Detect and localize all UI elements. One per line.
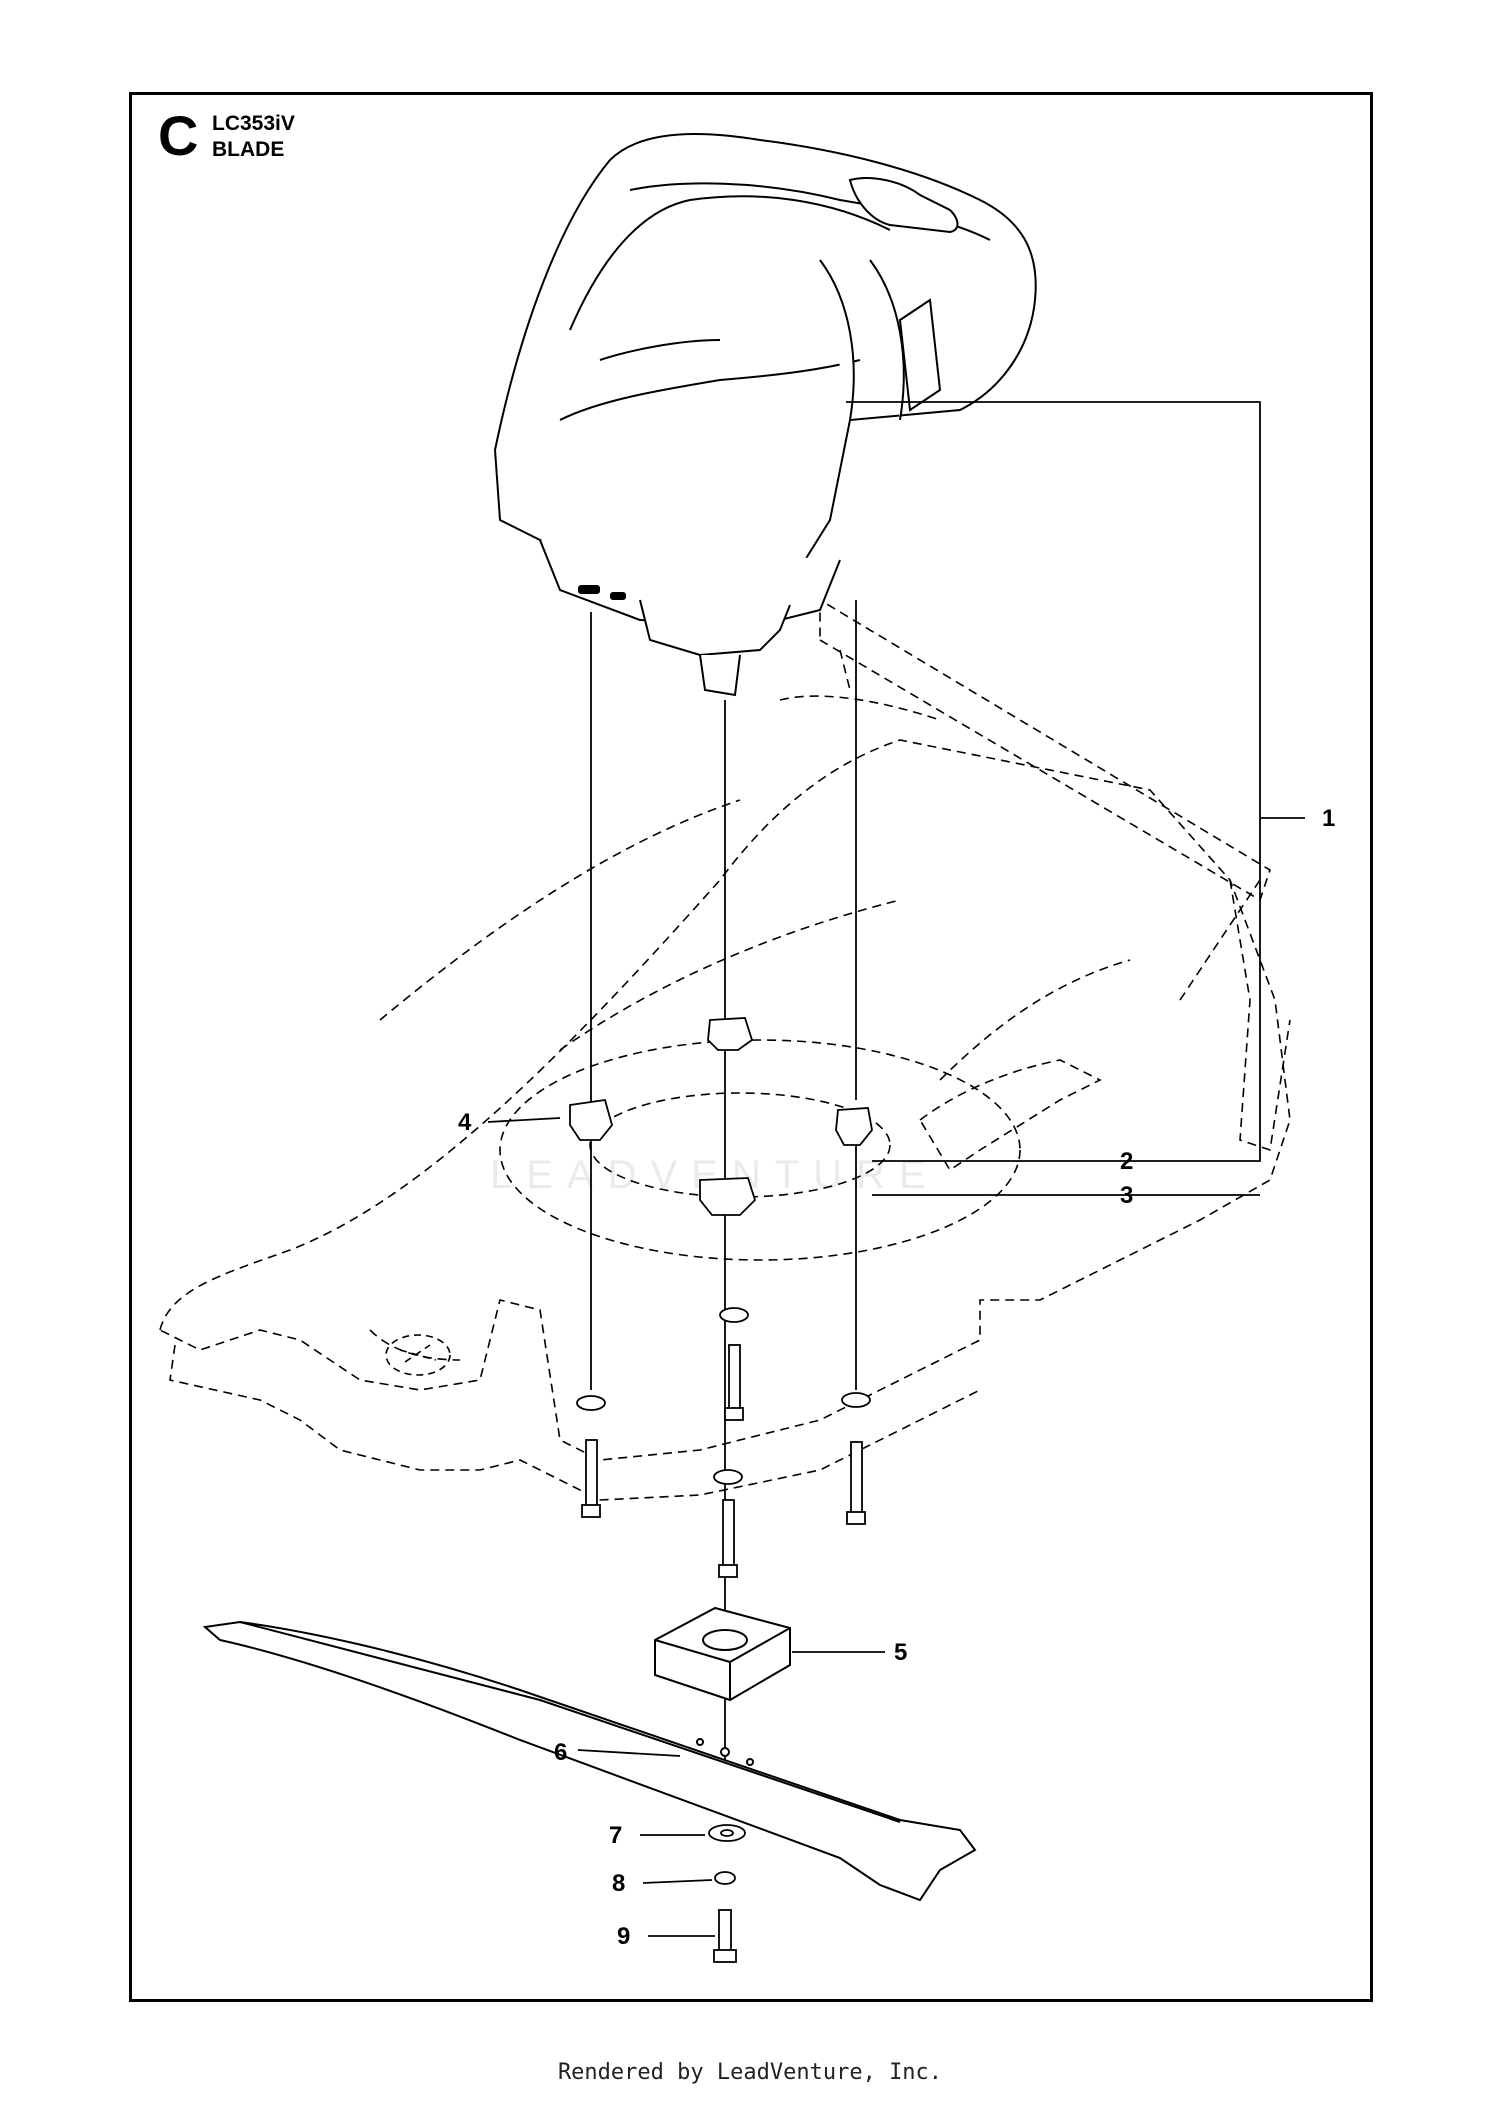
callout-2: 2 [1120,1148,1133,1175]
motor-vent-details [578,585,626,600]
callout-6: 6 [554,1739,567,1766]
section-letter: C [158,104,199,167]
blade-fasteners [708,1824,746,1963]
callout-7: 7 [609,1822,622,1849]
model-label: LC353iV [212,112,295,135]
alignment-lines [590,401,1261,1760]
callout-4: 4 [458,1109,472,1136]
mower-blade [202,1620,977,1902]
callout-3: 3 [1120,1182,1133,1209]
motor-housing [493,133,1037,697]
callout-5: 5 [894,1639,907,1666]
callout-9: 9 [617,1923,630,1950]
callout-8: 8 [612,1870,625,1897]
callout-leaders [487,817,1305,1937]
mounting-brackets [569,1017,873,1216]
footer-credit: Rendered by LeadVenture, Inc. [557,2060,943,2085]
washers-and-bolts [576,1307,871,1578]
callout-1: 1 [1322,805,1335,832]
diagram-title: BLADE [212,138,285,161]
brand-logo-emblem [385,1334,451,1376]
diagram-frame [129,92,1373,2002]
blade-adapter [654,1606,791,1702]
